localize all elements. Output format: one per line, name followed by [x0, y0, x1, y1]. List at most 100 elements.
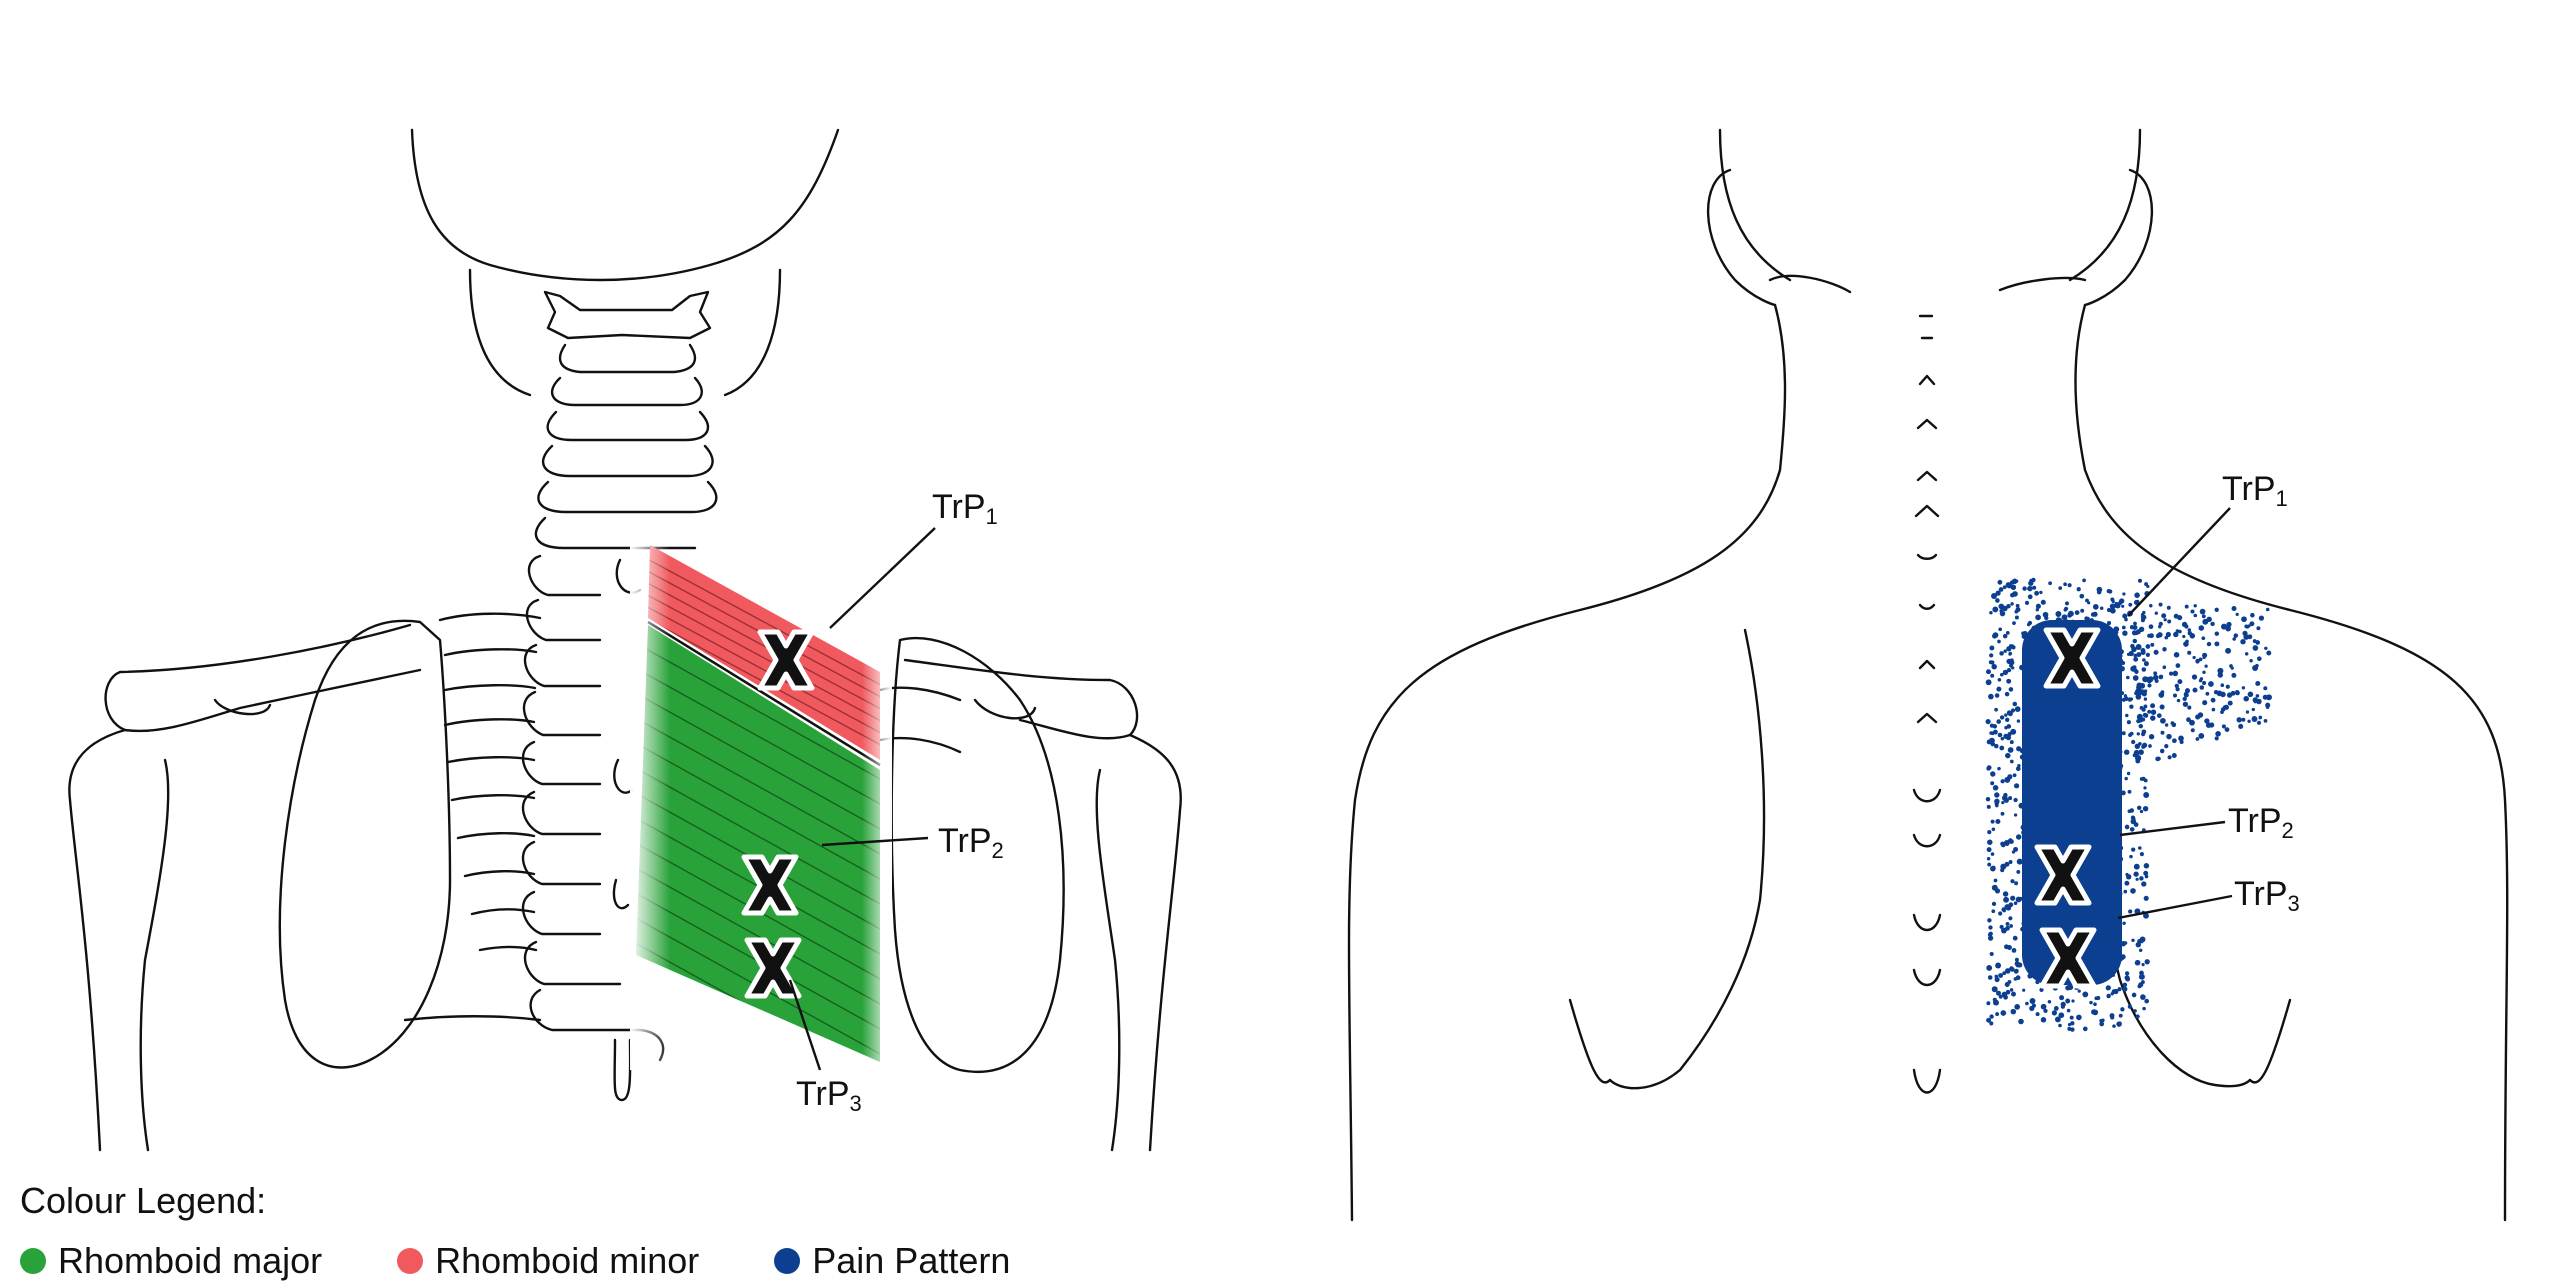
pain-pattern-swatch [774, 1248, 801, 1274]
pain-dot [2257, 656, 2262, 661]
pain-dot [2005, 631, 2010, 635]
pain-dot [2143, 704, 2148, 709]
pain-dot [2079, 593, 2085, 599]
pain-dot [1990, 660, 1995, 665]
pain-dot [2162, 647, 2167, 652]
pain-dot [2115, 602, 2119, 607]
pain-dot [1998, 994, 2003, 999]
pain-dot [1994, 707, 1998, 712]
pain-dot [2006, 603, 2011, 609]
pain-dot [1991, 593, 1997, 599]
pain-dot [2137, 578, 2143, 583]
pain-dot [2224, 727, 2230, 732]
pain-dot [2032, 585, 2037, 590]
pain-dot [2028, 580, 2034, 586]
pain-dot [2035, 608, 2039, 612]
pain-dot [2198, 678, 2203, 683]
pain-dot [2187, 631, 2192, 636]
pain-dot [1986, 964, 1993, 971]
pain-dot [2132, 675, 2139, 681]
pain-dot [2008, 902, 2014, 908]
pain-dot [1998, 911, 2003, 916]
pain-dot [2019, 896, 2023, 901]
pain-dot [2110, 1015, 2115, 1020]
pain-dot [2008, 651, 2013, 656]
pain-dot [2190, 609, 2195, 614]
pain-dot [2110, 992, 2114, 996]
pain-dot [2123, 941, 2128, 945]
pain-dot [2027, 620, 2033, 626]
pain-dot [2159, 704, 2165, 710]
pain-dot [2172, 693, 2178, 698]
pain-dot [2138, 846, 2142, 850]
pain-dot [2144, 582, 2149, 587]
pain-dot [2142, 658, 2146, 662]
pain-dot [2017, 764, 2021, 768]
pain-dot [2000, 868, 2005, 873]
pain-dot [2256, 720, 2262, 725]
pain-dot [2141, 667, 2147, 672]
pain-dot [1998, 627, 2003, 632]
pain-dot [2005, 717, 2010, 722]
pain-dot [1986, 804, 1991, 809]
pain-dot [2110, 607, 2116, 614]
pain-dot [2142, 676, 2149, 683]
pain-dot [2134, 959, 2141, 966]
pain-dot [2035, 603, 2041, 609]
pain-dot [2166, 605, 2171, 610]
pain-dot [2076, 587, 2081, 592]
pain-dot [1991, 986, 1998, 993]
pain-dot [2247, 634, 2253, 640]
pain-dot [2153, 674, 2159, 681]
pain-dot [2106, 621, 2112, 626]
pain-dot [2135, 758, 2141, 764]
pain-dot [1992, 633, 1998, 639]
pain-dot [1995, 590, 2001, 596]
pain-dot [2199, 608, 2206, 615]
pain-dot [2135, 599, 2140, 604]
pain-dot [2003, 649, 2007, 653]
pain-dot [2070, 1021, 2075, 1026]
pain-dot [2005, 735, 2012, 741]
pain-dot [2123, 749, 2130, 755]
pain-dot [1998, 603, 2005, 610]
pain-dot [2130, 888, 2136, 894]
pain-dot [2143, 697, 2148, 701]
trp2-label-left: TrP2 [938, 822, 1004, 863]
pain-dot [2138, 948, 2143, 953]
pain-pattern-area [1985, 577, 2272, 1032]
pain-dot [2007, 838, 2013, 844]
pain-dot [2204, 718, 2210, 724]
pain-dot [2258, 615, 2265, 621]
pain-dot [2198, 732, 2205, 739]
pain-dot [2138, 938, 2144, 944]
pain-dot [2144, 959, 2150, 965]
pain-dot [2164, 723, 2169, 727]
pain-dot [2006, 678, 2012, 684]
pain-dot [2129, 808, 2135, 813]
pain-dot [2174, 683, 2179, 689]
pain-dot [2014, 957, 2019, 962]
pain-dot [2216, 690, 2223, 697]
pain-dot [2142, 806, 2149, 812]
pain-dot [2096, 589, 2102, 595]
pain-dot [2249, 621, 2255, 627]
muscle-fade-right [862, 640, 892, 1080]
pain-dot [2156, 713, 2162, 718]
pain-dot [2182, 701, 2189, 707]
pain-dot [2141, 776, 2146, 781]
pain-dot [2060, 1004, 2065, 1009]
pain-dot [2063, 582, 2067, 587]
pain-dot [2085, 598, 2089, 603]
pain-dot [2155, 633, 2161, 639]
pain-dot [2067, 610, 2074, 617]
pain-dot [2135, 942, 2141, 948]
legend-item-rhomboid-major: Rhomboid major [20, 1240, 322, 1282]
pain-dot [2123, 694, 2128, 698]
pain-dot [2210, 621, 2215, 627]
pain-dot [1991, 827, 1996, 832]
pain-dot [2013, 846, 2019, 852]
pain-dot [2120, 1007, 2125, 1012]
pain-dot [2132, 638, 2138, 644]
pain-dot [2225, 684, 2230, 689]
